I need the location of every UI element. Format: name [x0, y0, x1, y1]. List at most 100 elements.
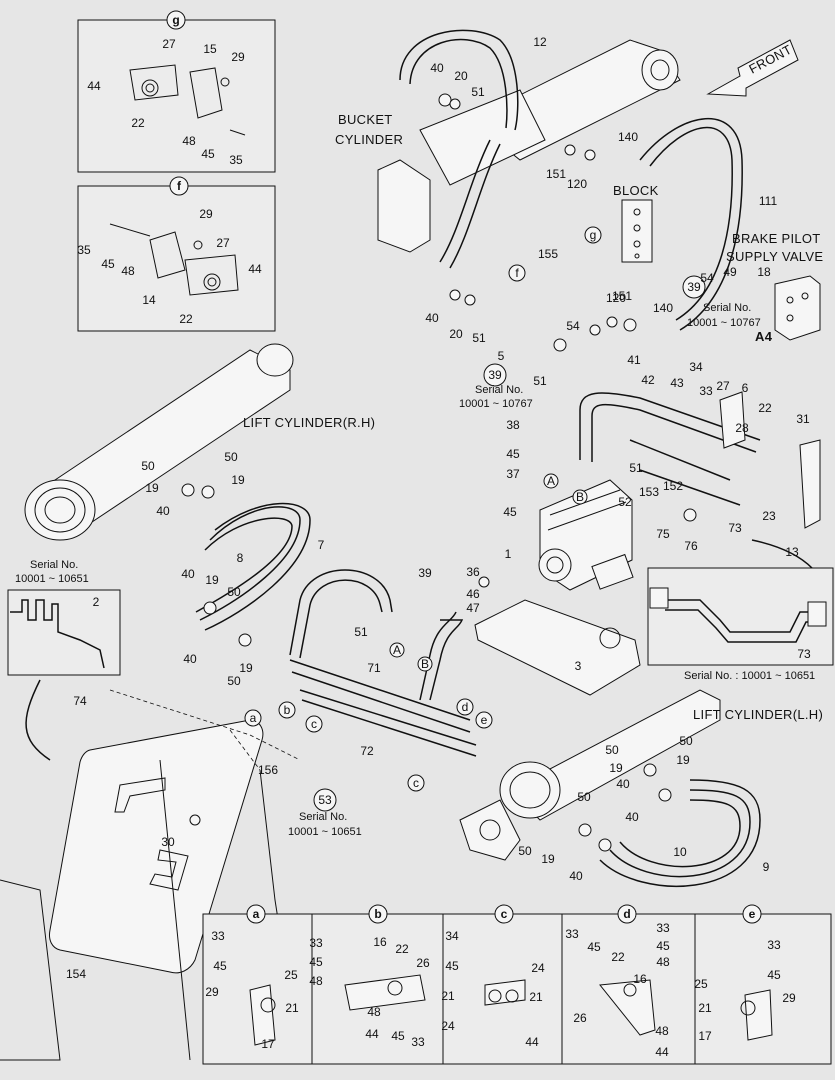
- part-callouts: 1240205114015112011118491555415112014040…: [66, 35, 811, 1059]
- part-callout-13: 13: [785, 545, 799, 559]
- ref-39-left: 39: [488, 368, 502, 382]
- part-callout-151: 151: [612, 289, 632, 303]
- part-callout-45: 45: [445, 959, 459, 973]
- part-callout-54: 54: [566, 319, 580, 333]
- part-callout-48: 48: [367, 1005, 381, 1019]
- inset-g-label: g: [172, 13, 179, 27]
- part-callout-17: 17: [698, 1029, 712, 1043]
- brake-pilot-label-1: BRAKE PILOT: [732, 231, 821, 246]
- part-callout-33: 33: [699, 384, 713, 398]
- ref-53: 53: [318, 793, 332, 807]
- part-callout-20: 20: [449, 327, 463, 341]
- part-callout-140: 140: [653, 301, 673, 315]
- part-callout-29: 29: [199, 207, 213, 221]
- part-callout-35: 35: [229, 153, 243, 167]
- inset-e-label: e: [749, 907, 756, 921]
- part-callout-8: 8: [237, 551, 244, 565]
- part-callout-10: 10: [673, 845, 687, 859]
- part-callout-155: 155: [538, 247, 558, 261]
- part-callout-30: 30: [161, 835, 175, 849]
- clamp-loc-c1: c: [311, 717, 317, 731]
- brake-pilot-supply-valve: [774, 275, 821, 341]
- part-callout-51: 51: [533, 374, 547, 388]
- part-callout-50: 50: [141, 459, 155, 473]
- part-callout-33: 33: [565, 927, 579, 941]
- part-callout-48: 48: [121, 264, 135, 278]
- part-callout-120: 120: [567, 177, 587, 191]
- part-callout-16: 16: [633, 972, 647, 986]
- inset-part73-box: [647, 567, 834, 666]
- part-callout-41: 41: [627, 353, 641, 367]
- brake-pilot-label-2: SUPPLY VALVE: [726, 249, 823, 264]
- serial-label-right: Serial No.: [703, 302, 751, 314]
- part-callout-1: 1: [505, 547, 512, 561]
- part-callout-6: 6: [742, 381, 749, 395]
- part-callout-25: 25: [694, 977, 708, 991]
- part-callout-25: 25: [284, 968, 298, 982]
- part-callout-45: 45: [101, 257, 115, 271]
- part-callout-35: 35: [77, 243, 91, 257]
- part-callout-48: 48: [309, 974, 323, 988]
- clamp-loc-d: d: [462, 700, 469, 714]
- part-callout-71: 71: [367, 661, 381, 675]
- part-callout-19: 19: [609, 761, 623, 775]
- part-callout-28: 28: [735, 421, 749, 435]
- part-callout-52: 52: [618, 495, 632, 509]
- part-callout-50: 50: [224, 450, 238, 464]
- part-callout-40: 40: [569, 869, 583, 883]
- part-callout-49: 49: [723, 265, 737, 279]
- part-callout-24: 24: [441, 1019, 455, 1033]
- lift-cylinder-rh: [24, 343, 294, 541]
- inset-d-label: d: [623, 907, 630, 921]
- part-callout-40: 40: [181, 567, 195, 581]
- part-callout-120: 120: [606, 291, 626, 305]
- part-callout-50: 50: [518, 844, 532, 858]
- part-callout-19: 19: [676, 753, 690, 767]
- part-callout-14: 14: [142, 293, 156, 307]
- inset-a-label: a: [253, 907, 260, 921]
- part-callout-36: 36: [466, 565, 480, 579]
- part-callout-22: 22: [131, 116, 145, 130]
- inset-c-label: c: [501, 907, 508, 921]
- part-callout-12: 12: [533, 35, 547, 49]
- part-callout-21: 21: [698, 1001, 712, 1015]
- part-callout-19: 19: [541, 852, 555, 866]
- part-callout-37: 37: [506, 467, 520, 481]
- serial-range-right: 10001 ~ 10767: [687, 317, 761, 329]
- part-callout-50: 50: [605, 743, 619, 757]
- part-callout-45: 45: [391, 1029, 405, 1043]
- part-callout-9: 9: [763, 860, 770, 874]
- inset-f-label: f: [177, 179, 182, 193]
- part-callout-45: 45: [201, 147, 215, 161]
- clamp-loc-f: f: [515, 266, 519, 280]
- inset-g-box: g: [77, 10, 276, 173]
- part-callout-22: 22: [395, 942, 409, 956]
- part-callout-153: 153: [639, 485, 659, 499]
- part-callout-27: 27: [162, 37, 176, 51]
- part-callout-40: 40: [430, 61, 444, 75]
- part-callout-151: 151: [546, 167, 566, 181]
- part-callout-40: 40: [616, 777, 630, 791]
- a4-label: A4: [755, 329, 773, 344]
- part-callout-40: 40: [156, 504, 170, 518]
- part-callout-2: 2: [93, 595, 100, 609]
- part-callout-47: 47: [466, 601, 480, 615]
- part-callout-18: 18: [757, 265, 771, 279]
- part-callout-38: 38: [506, 418, 520, 432]
- part-callout-29: 29: [782, 991, 796, 1005]
- part-callout-27: 27: [716, 379, 730, 393]
- part-callout-45: 45: [309, 955, 323, 969]
- part-callout-50: 50: [679, 734, 693, 748]
- part-callout-33: 33: [411, 1035, 425, 1049]
- bucket-cylinder-label-1: BUCKET: [338, 112, 393, 127]
- part-callout-22: 22: [758, 401, 772, 415]
- part-callout-152: 152: [663, 479, 683, 493]
- part-callout-24: 24: [531, 961, 545, 975]
- serial-range-center: 10001 ~ 10767: [459, 398, 533, 410]
- inset-b-label: b: [374, 907, 381, 921]
- part-13-bracket: [799, 439, 821, 529]
- bucket-cylinder: [377, 39, 681, 253]
- part-callout-42: 42: [641, 373, 655, 387]
- clamp-loc-g: g: [590, 228, 597, 242]
